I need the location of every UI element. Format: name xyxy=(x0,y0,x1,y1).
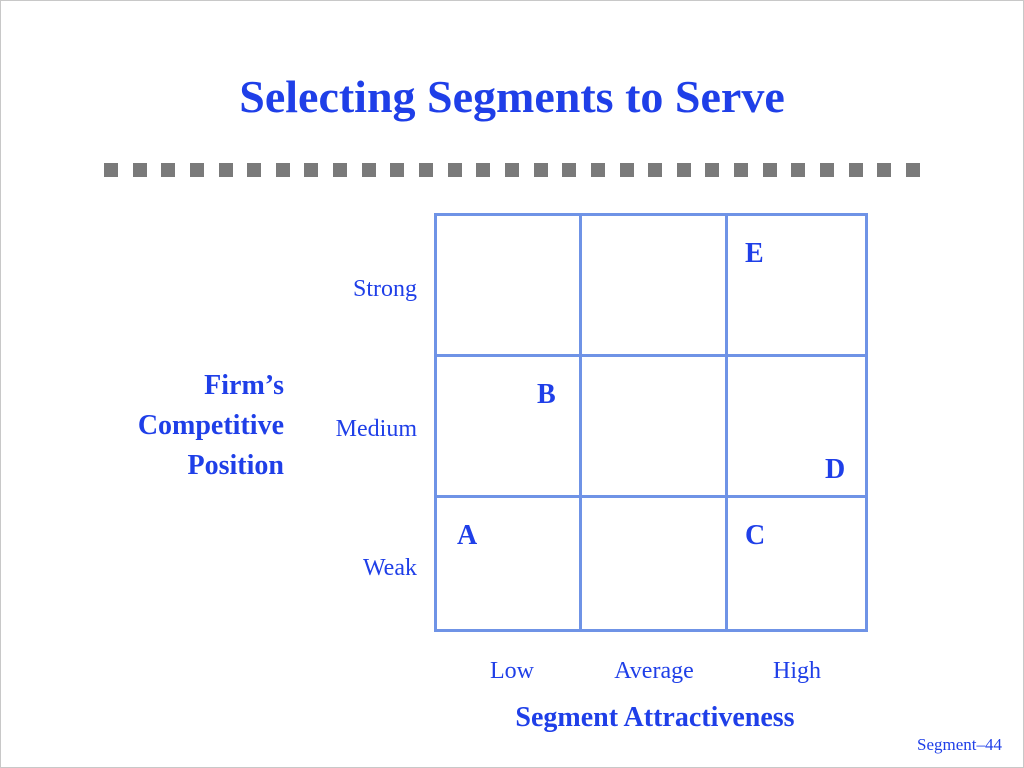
grid-line xyxy=(725,216,728,629)
divider-dash xyxy=(275,163,290,177)
row-label-medium: Medium xyxy=(335,416,417,442)
divider-dash xyxy=(905,163,920,177)
divider-dash xyxy=(791,163,806,177)
divider-dash xyxy=(820,163,835,177)
divider-dash xyxy=(734,163,749,177)
dashed-divider xyxy=(104,163,920,179)
column-label-low: Low xyxy=(490,658,534,684)
divider-dash xyxy=(533,163,548,177)
y-axis-title: Firm’s Competitive Position xyxy=(60,366,284,486)
divider-dash xyxy=(304,163,319,177)
grid-line xyxy=(437,495,865,498)
divider-dash xyxy=(476,163,491,177)
divider-dash xyxy=(390,163,405,177)
row-label-strong: Strong xyxy=(352,276,417,302)
divider-dash xyxy=(247,163,262,177)
divider-dash xyxy=(590,163,605,177)
divider-dash xyxy=(676,163,691,177)
divider-dash xyxy=(104,163,118,177)
segment-marker-a: A xyxy=(457,520,478,551)
divider-dash xyxy=(189,163,204,177)
divider-dash xyxy=(218,163,233,177)
divider-dash xyxy=(762,163,777,177)
segment-marker-e: E xyxy=(745,238,764,269)
slide-title: Selecting Segments to Serve xyxy=(239,71,785,122)
segment-marker-c: C xyxy=(745,520,766,551)
x-axis-title: Segment Attractiveness xyxy=(515,702,795,733)
divider-dash xyxy=(848,163,863,177)
divider-dash xyxy=(648,163,663,177)
divider-dash xyxy=(333,163,348,177)
y-axis-title-line: Firm’s xyxy=(204,370,284,401)
divider-dash xyxy=(132,163,147,177)
y-axis-title-line: Competitive xyxy=(137,410,284,441)
divider-dash xyxy=(419,163,434,177)
divider-dash xyxy=(161,163,176,177)
segment-marker-d: D xyxy=(825,454,846,485)
divider-dash xyxy=(562,163,577,177)
y-axis-title-line: Position xyxy=(187,450,284,481)
matrix-grid: E B D A C xyxy=(434,213,868,632)
divider-dash xyxy=(619,163,634,177)
column-label-high: High xyxy=(773,658,821,684)
grid-line xyxy=(437,354,865,357)
row-label-weak: Weak xyxy=(362,555,417,581)
slide-footer: Segment–44 xyxy=(917,735,1002,754)
divider-dash xyxy=(877,163,892,177)
divider-dash xyxy=(504,163,519,177)
segment-marker-b: B xyxy=(537,379,556,410)
divider-dash xyxy=(705,163,720,177)
divider-dash xyxy=(361,163,376,177)
column-label-average: Average xyxy=(614,658,694,684)
grid-line xyxy=(579,216,582,629)
divider-dash xyxy=(447,163,462,177)
